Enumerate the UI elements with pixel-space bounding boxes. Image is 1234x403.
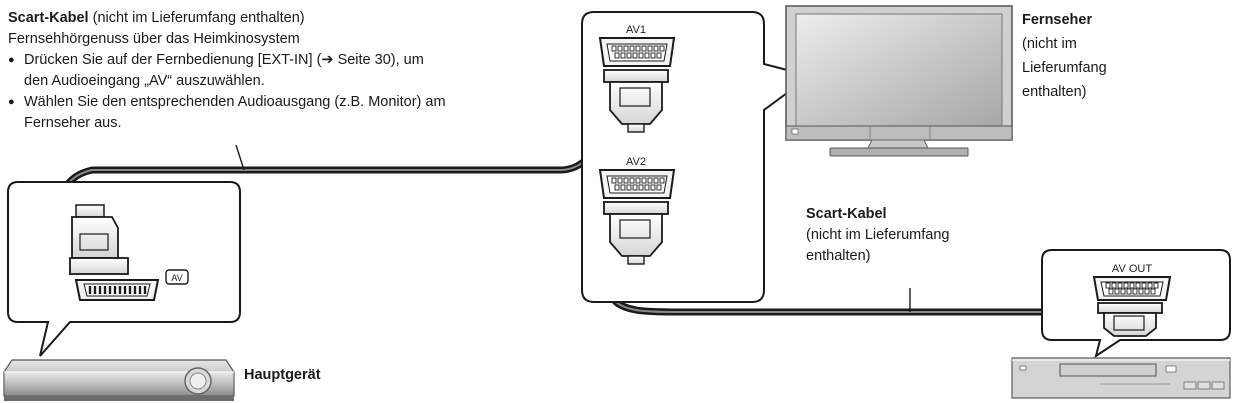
tv-device: [785, 5, 1013, 157]
scart-cable-2-note-2: enthalten): [806, 248, 871, 264]
bullet-2-line-1: Wählen Sie den entsprechenden Audioausga…: [8, 92, 446, 113]
recorder-port-callout: AV OUT: [1041, 249, 1231, 359]
av2-scart-plug: [603, 201, 669, 265]
av-port-label: AV: [171, 273, 182, 283]
cable-title-rest: (nicht im Lieferumfang enthalten): [88, 10, 305, 26]
recorder-device: [1011, 357, 1231, 399]
main-unit-device: [3, 359, 235, 401]
bullet-1-line-2: den Audioeingang „AV“ auszuwählen.: [24, 73, 265, 89]
main-unit-label: Hauptgerät: [244, 367, 321, 383]
tv-note-3: enthalten): [1022, 84, 1087, 100]
av-out-scart-socket: [1092, 276, 1172, 301]
av-port-badge: [165, 269, 189, 285]
bullet-1-line-1: Drücken Sie auf der Fernbedienung [EXT-I…: [8, 50, 446, 71]
av2-scart-socket: [598, 169, 676, 199]
instruction-block: Scart-Kabel (nicht im Lieferumfang entha…: [8, 8, 446, 134]
tv-label-block: Fernseher (nicht im Lieferumfang enthalt…: [1022, 8, 1107, 104]
tv-label: Fernseher: [1022, 12, 1093, 28]
scart-cable-2-label-block: Scart-Kabel (nicht im Lieferumfang entha…: [806, 204, 949, 267]
cable-title-bold: Scart-Kabel: [8, 10, 89, 26]
tv-note-1: (nicht im: [1022, 36, 1077, 52]
tv-port-callout: AV1 AV2: [581, 11, 813, 303]
main-unit-scart-plug: [69, 204, 129, 275]
av2-label: AV2: [626, 156, 646, 168]
av1-scart-plug: [603, 69, 669, 133]
av1-scart-socket: [598, 37, 676, 67]
av1-label: AV1: [626, 24, 646, 36]
instruction-subtitle: Fernsehhörgenuss über das Heimkinosystem: [8, 31, 300, 47]
av-out-scart-plug: [1097, 302, 1163, 337]
main-unit-port-callout: AV: [7, 181, 241, 357]
scart-cable-2-note-1: (nicht im Lieferumfang: [806, 227, 950, 243]
cable-title: Scart-Kabel (nicht im Lieferumfang entha…: [8, 8, 446, 29]
tv-note-2: Lieferumfang: [1022, 60, 1107, 76]
leader-line-cable-1: [235, 144, 245, 171]
av-out-label: AV OUT: [1112, 263, 1152, 275]
bullet-2-line-2: Fernseher aus.: [24, 115, 122, 131]
main-unit-scart-socket: [74, 279, 160, 301]
scart-cable-2-label: Scart-Kabel: [806, 206, 887, 222]
